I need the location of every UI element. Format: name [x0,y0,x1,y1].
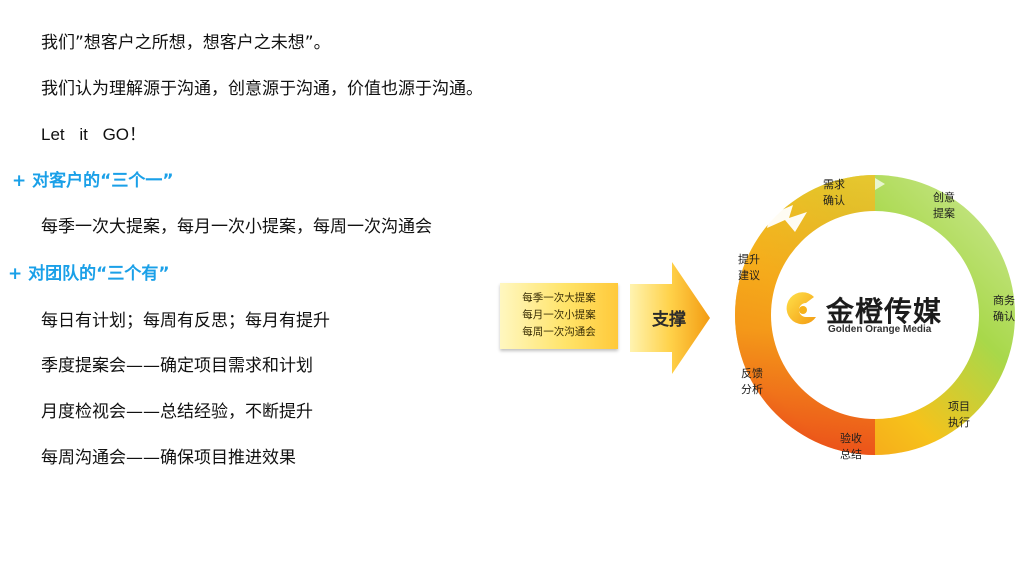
team-line-4: 每周沟通会——确保项目推进效果 [41,448,296,468]
cycle-step-label: 项目执行 [948,400,970,429]
support-item: 每周一次沟通会 [522,326,596,338]
support-arrow-icon [630,262,710,374]
support-item: 每季一次大提案 [522,292,596,304]
cycle-step-label: 提升建议 [738,253,760,282]
cycle-step-label: 商务确认 [993,294,1015,323]
heading-team: + 对团队的“三个有” [8,264,170,284]
arrow-label: 支撑 [652,310,686,330]
team-line-3: 月度检视会——总结经验，不断提升 [41,402,313,422]
team-line-1: 每日有计划；每周有反思；每月有提升 [41,311,330,331]
cycle-step-label: 反馈分析 [741,367,763,396]
logo-title: 金橙传媒 [826,295,943,328]
intro-line-3: Let it GO！ [41,125,147,144]
heading-client: + 对客户的“三个一” [12,171,174,191]
cycle-step-label: 创意提案 [933,191,955,220]
logo-icon [786,292,816,325]
cycle-step-label: 验收总结 [840,432,862,461]
intro-line-1: 我们”想客户之所想，想客户之未想”。 [41,33,331,53]
intro-line-2: 我们认为理解源于沟通，创意源于沟通，价值也源于沟通。 [41,79,483,99]
client-line: 每季一次大提案，每月一次小提案，每周一次沟通会 [41,217,432,237]
cycle-step-label: 需求确认 [823,178,845,207]
support-box: 每季一次大提案 每月一次小提案 每周一次沟通会 [500,283,618,349]
support-item: 每月一次小提案 [522,309,596,321]
team-line-2: 季度提案会——确定项目需求和计划 [41,356,313,376]
logo-subtitle: Golden Orange Media [828,324,932,335]
cycle-ring [735,175,1015,455]
